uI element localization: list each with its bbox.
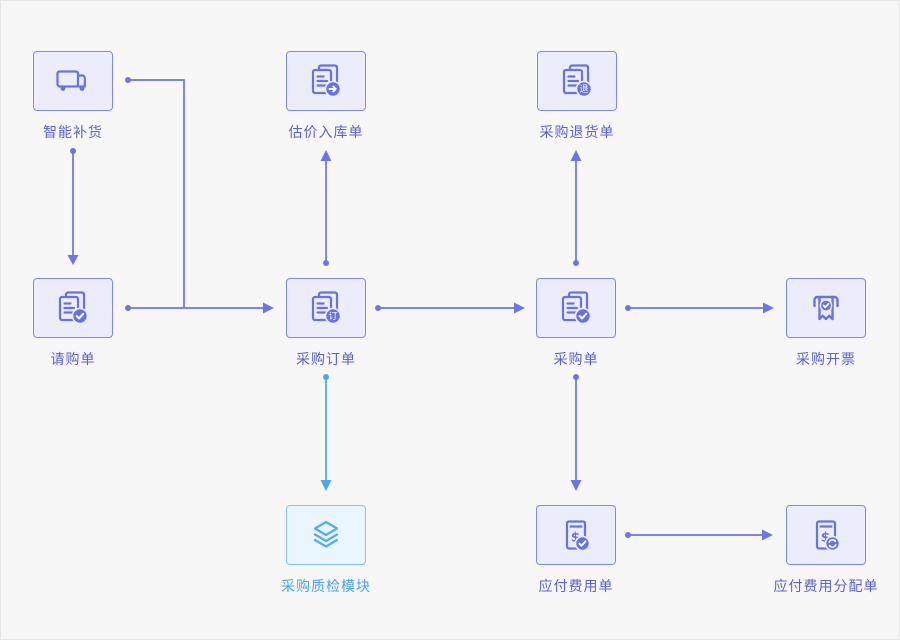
document-return-icon: 退 <box>562 64 593 98</box>
node-label: 采购订单 <box>296 351 356 367</box>
layers-icon <box>313 520 339 548</box>
node-payable-expense-allocation[interactable]: $ 应付费用分配单 <box>774 505 878 594</box>
node-label: 估价入库单 <box>288 124 364 140</box>
connector-purchase-order-to-quality-module <box>320 374 332 491</box>
node-purchase-sheet[interactable]: 采购单 <box>536 278 616 367</box>
document-check-icon <box>561 291 592 325</box>
document-check-icon <box>58 291 89 325</box>
invoice-printer-icon <box>813 295 839 321</box>
node-label: 应付费用分配单 <box>773 578 879 594</box>
truck-icon <box>56 70 86 91</box>
connector-purchase-order-to-estimated-inbound <box>320 150 332 266</box>
bill-check-icon: $ <box>565 520 591 552</box>
node-label: 采购开票 <box>796 351 856 367</box>
node-label: 采购质检模块 <box>281 578 371 594</box>
badge-return-char: 退 <box>579 84 588 94</box>
connector-purchase-sheet-to-return-order <box>570 150 582 266</box>
dollar-glyph: $ <box>821 530 830 546</box>
node-payable-expense-order[interactable]: $ 应付费用单 <box>536 505 616 594</box>
node-purchase-order[interactable]: 订 采购订单 <box>286 278 366 367</box>
node-purchase-invoicing[interactable]: 采购开票 <box>786 278 866 367</box>
document-order-icon: 订 <box>311 291 342 325</box>
node-box[interactable] <box>786 278 866 338</box>
transfer-arrows-glyph <box>828 539 837 548</box>
node-purchase-requisition[interactable]: 请购单 <box>33 278 113 367</box>
connector-replenishment-to-purchase-order <box>125 77 185 308</box>
bill-transfer-icon: $ <box>815 520 841 552</box>
document-arrow-icon <box>311 64 342 98</box>
connector-purchase-order-to-purchase-sheet <box>375 302 525 314</box>
node-box[interactable] <box>33 51 113 111</box>
connector-purchase-sheet-to-invoicing <box>625 302 774 314</box>
node-box[interactable]: $ <box>536 505 616 565</box>
node-quality-inspection-module[interactable]: 采购质检模块 <box>281 505 370 594</box>
node-box[interactable] <box>286 505 366 565</box>
node-estimated-inbound-order[interactable]: 估价入库单 <box>286 51 366 140</box>
node-label: 请购单 <box>50 351 96 367</box>
node-label: 智能补货 <box>43 124 103 140</box>
connector-replenishment-to-requisition <box>67 148 79 265</box>
connector-requisition-to-purchase-order <box>125 302 274 314</box>
connector-purchase-sheet-to-payable-expense <box>570 374 582 491</box>
connector-payable-expense-to-allocation <box>625 529 773 541</box>
node-box[interactable] <box>286 51 366 111</box>
node-box[interactable]: 订 <box>286 278 366 338</box>
node-label: 采购退货单 <box>539 124 615 140</box>
node-smart-replenishment[interactable]: 智能补货 <box>33 51 113 140</box>
dollar-glyph: $ <box>571 530 580 546</box>
node-label: 应付费用单 <box>538 578 614 594</box>
node-purchase-return-order[interactable]: 退 采购退货单 <box>537 51 617 140</box>
node-box[interactable]: 退 <box>537 51 617 111</box>
node-box[interactable] <box>33 278 113 338</box>
node-label: 采购单 <box>553 351 599 367</box>
node-box[interactable] <box>536 278 616 338</box>
node-box[interactable]: $ <box>786 505 866 565</box>
badge-order-char: 订 <box>328 311 337 321</box>
